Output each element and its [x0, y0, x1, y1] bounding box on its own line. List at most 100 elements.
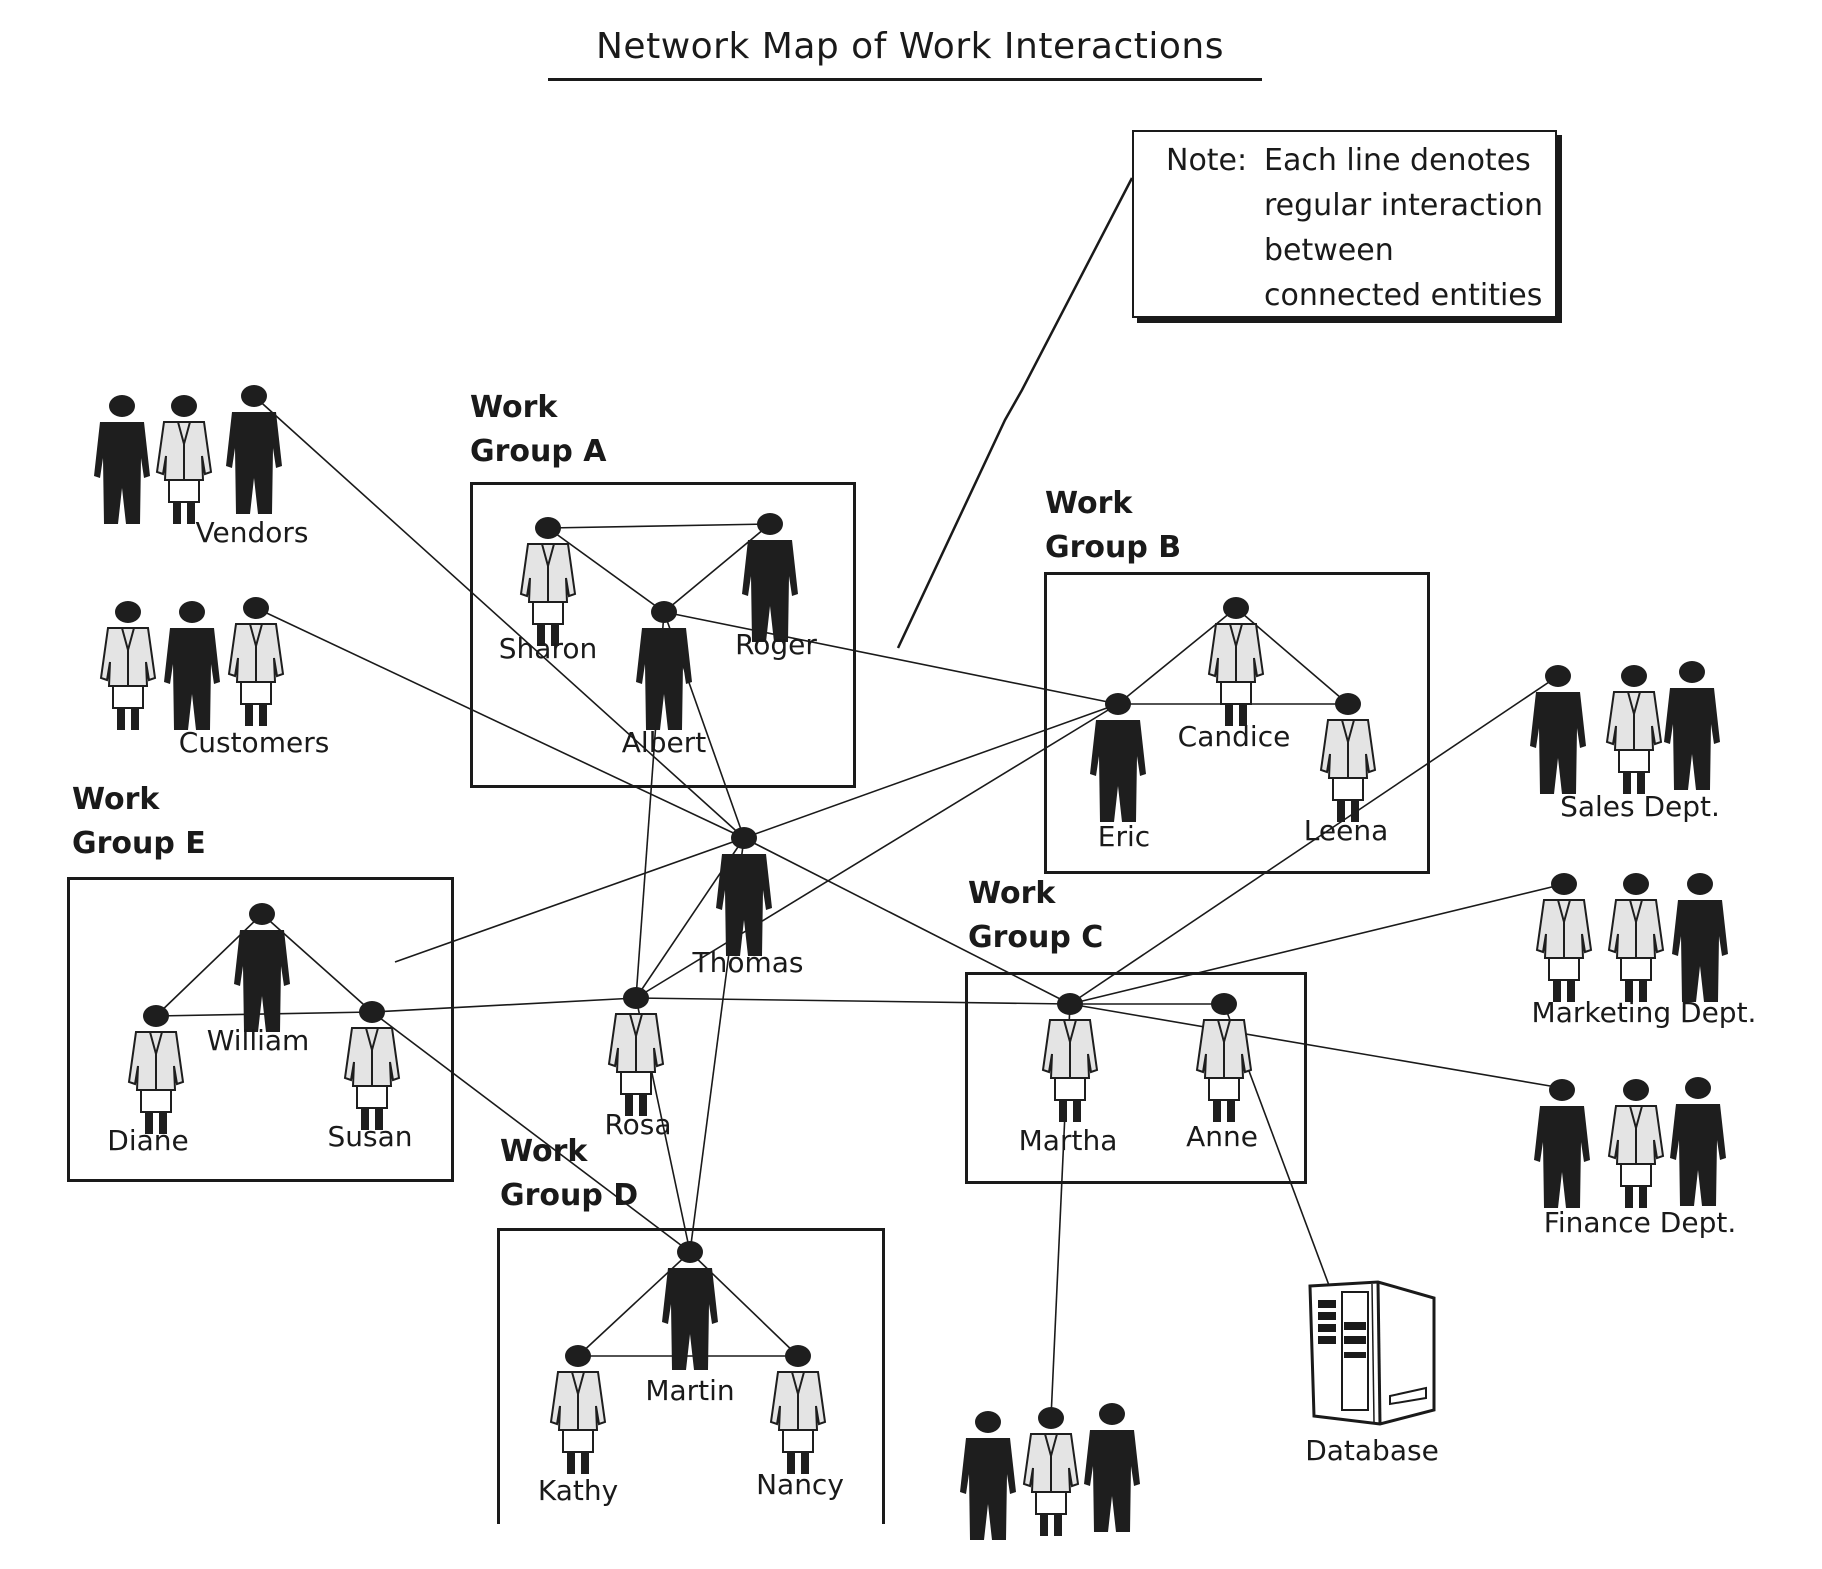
diane-person-icon: [127, 1005, 185, 1134]
person-name-candice: Candice: [1177, 720, 1291, 753]
sales-person-icon: [1605, 665, 1663, 794]
external-label-finance: Finance Dept.: [1543, 1206, 1737, 1239]
group-d-box: [497, 1228, 885, 1524]
eric-person-icon: [1090, 693, 1146, 822]
customers-person-icon: [164, 601, 220, 730]
group-label-line: Group E: [72, 826, 206, 861]
group-c-label: Work Group C: [968, 872, 1103, 960]
diagram-title: Network Map of Work Interactions: [596, 26, 1224, 67]
customers-person-icon: [227, 597, 285, 726]
finance-person-icon: [1670, 1077, 1726, 1206]
person-name-sharon: Sharon: [498, 632, 598, 665]
martin-person-icon: [662, 1241, 718, 1370]
external-label-vendors: Vendors: [195, 516, 309, 549]
nancy-person-icon: [769, 1345, 827, 1474]
marketing-person-icon: [1672, 873, 1728, 1002]
person-name-roger: Roger: [735, 628, 817, 661]
finance-person-icon: [1607, 1079, 1665, 1208]
group-label-line: Work: [1045, 486, 1133, 521]
unlabeled-person-icon: [1022, 1407, 1080, 1536]
connection-rosa-susan: [371, 997, 637, 1013]
note-box: Note: Each line denotes regular interacti…: [1132, 130, 1557, 318]
connection-rosa-martha: [635, 997, 1071, 1005]
person-name-diane: Diane: [107, 1124, 189, 1157]
thomas-person-icon: [716, 827, 772, 956]
connection-thomas-vendors: [253, 395, 745, 839]
finance-person-icon: [1534, 1079, 1590, 1208]
person-name-martin: Martin: [645, 1374, 735, 1407]
connection-eric-rosa: [635, 703, 1119, 999]
rosa-person-icon: [607, 987, 665, 1116]
william-person-icon: [234, 903, 290, 1032]
note-line: between: [1264, 233, 1394, 268]
leena-person-icon: [1319, 693, 1377, 822]
group-label-line: Work: [72, 782, 160, 817]
database-server-icon: [1308, 1280, 1436, 1426]
group-label-line: Work: [968, 876, 1056, 911]
group-e-box: [67, 877, 454, 1182]
group-e-label: Work Group E: [72, 778, 206, 866]
note-line: regular interaction: [1264, 188, 1544, 223]
connection-thomas-customers: [255, 607, 745, 839]
albert-person-icon: [636, 601, 692, 730]
connection-susan-martin: [371, 1011, 691, 1253]
group-label-line: Work: [500, 1134, 588, 1169]
note-label: Note:: [1166, 143, 1248, 178]
group-label-line: Group C: [968, 920, 1104, 955]
anne-person-icon: [1195, 993, 1253, 1122]
marketing-person-icon: [1535, 873, 1593, 1002]
external-label-customers: Customers: [178, 726, 330, 759]
group-label-line: Group A: [470, 434, 607, 469]
sales-person-icon: [1530, 665, 1586, 794]
sales-person-icon: [1664, 661, 1720, 790]
person-name-leena: Leena: [1303, 814, 1389, 847]
external-label-marketing: Marketing Dept.: [1531, 996, 1757, 1029]
person-name-albert: Albert: [621, 726, 707, 759]
note-callout-line: [896, 177, 1134, 649]
roger-person-icon: [742, 513, 798, 642]
person-name-anne: Anne: [1186, 1120, 1258, 1153]
person-name-nancy: Nancy: [756, 1468, 844, 1501]
connection-martha-leena_line_sales: [1069, 675, 1559, 1005]
group-b-box: [1044, 572, 1430, 874]
person-name-thomas: Thomas: [692, 946, 804, 979]
person-name-kathy: Kathy: [537, 1474, 619, 1507]
note-line: connected entities: [1264, 278, 1543, 313]
person-name-william: William: [206, 1024, 310, 1057]
title-underline: [548, 78, 1262, 81]
person-name-rosa: Rosa: [604, 1108, 672, 1141]
group-label-line: Group D: [500, 1178, 639, 1213]
person-name-susan: Susan: [327, 1120, 413, 1153]
external-label-database: Database: [1305, 1434, 1439, 1467]
note-line: Each line denotes: [1264, 143, 1531, 178]
group-a-box: [470, 482, 856, 788]
martha-person-icon: [1041, 993, 1099, 1122]
group-d-label: Work Group D: [500, 1130, 638, 1218]
connection-albert-eric: [663, 611, 1119, 705]
external-label-sales: Sales Dept.: [1560, 790, 1720, 823]
marketing-person-icon: [1607, 873, 1665, 1002]
susan-person-icon: [343, 1001, 401, 1130]
candice-person-icon: [1207, 597, 1265, 726]
connection-thomas-martha: [743, 837, 1071, 1005]
connection-martha-finance: [1069, 1003, 1563, 1089]
sharon-person-icon: [519, 517, 577, 646]
vendors-person-icon: [94, 395, 150, 524]
connection-eric-thomas: [743, 703, 1119, 839]
group-label-line: Group B: [1045, 530, 1182, 565]
connection-roger-albert: [663, 523, 771, 613]
kathy-person-icon: [549, 1345, 607, 1474]
person-name-martha: Martha: [1018, 1124, 1118, 1157]
group-b-label: Work Group B: [1045, 482, 1181, 570]
group-a-label: Work Group A: [470, 386, 607, 474]
connection-sharon-albert: [547, 527, 665, 613]
person-name-eric: Eric: [1097, 820, 1151, 853]
unlabeled-person-icon: [1084, 1403, 1140, 1532]
unlabeled-person-icon: [960, 1411, 1016, 1540]
vendors-person-icon: [155, 395, 213, 524]
group-c-box: [965, 972, 1307, 1184]
group-label-line: Work: [470, 390, 558, 425]
connection-martha-marketing: [1069, 883, 1565, 1005]
